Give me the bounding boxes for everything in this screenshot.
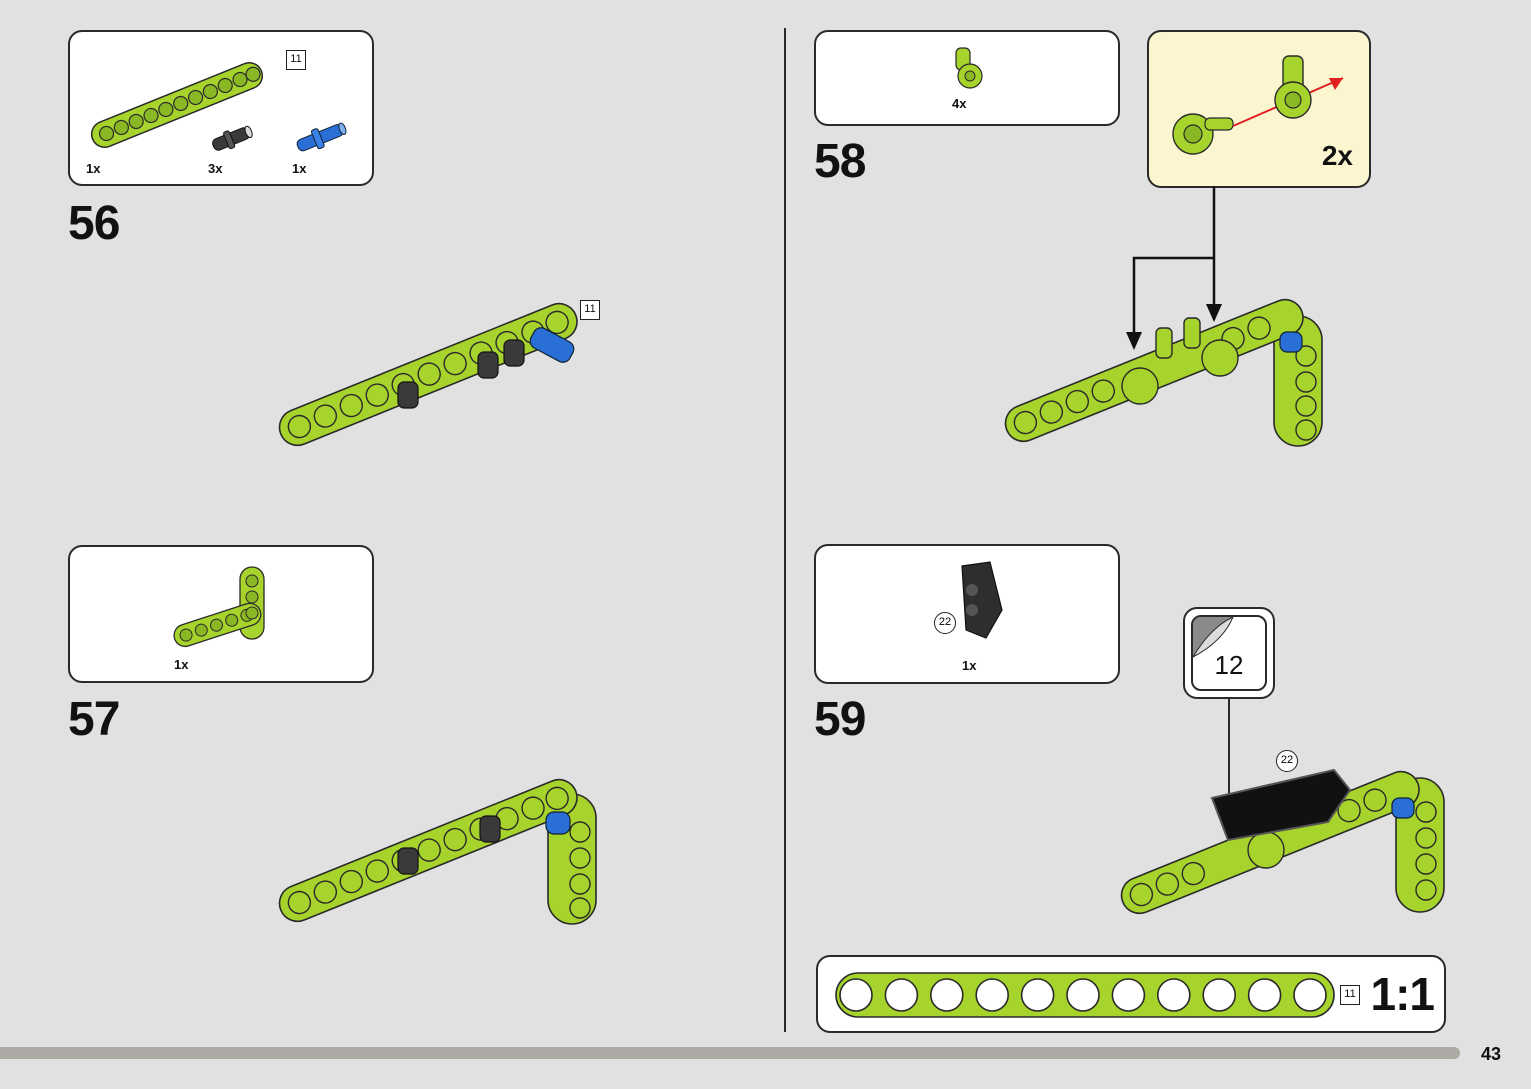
- subassembly-callout: 2x: [1147, 30, 1371, 188]
- step-56-model: [278, 302, 578, 447]
- part-qty: 3x: [208, 161, 223, 176]
- beam-hole: [930, 978, 964, 1012]
- parts-callout-58: 4x: [814, 30, 1120, 126]
- page-number: 43: [1481, 1044, 1502, 1064]
- sticker-icon: 12: [1191, 615, 1267, 691]
- part-qty: 1x: [292, 161, 307, 176]
- step-58-model: [1004, 186, 1323, 447]
- beam-hole: [1156, 978, 1191, 1012]
- sticker-ref-number: 22: [1280, 754, 1294, 766]
- parts-callout-59: 22 1x: [814, 544, 1120, 684]
- sticker-ref-number: 22: [938, 616, 952, 628]
- beam-hole: [975, 978, 1009, 1012]
- beam-hole: [884, 978, 919, 1012]
- footer-bar: [0, 1047, 1460, 1059]
- sticker-sheet-indicator: 12: [1183, 607, 1275, 699]
- sticker-number: 12: [1214, 650, 1244, 680]
- length-label: 11: [1340, 985, 1360, 1005]
- subassembly-diagram: [1172, 55, 1344, 155]
- length-label: 11: [286, 50, 306, 70]
- beam-hole: [1111, 978, 1146, 1012]
- part-qty: 4x: [952, 96, 967, 111]
- step-number: 58: [814, 135, 866, 188]
- peel-corner-icon: [1193, 617, 1234, 658]
- sticker-connector-line: [1228, 699, 1230, 797]
- lime-beam-11-icon: [90, 62, 264, 148]
- step-59-model: [1120, 768, 1445, 915]
- beam-hole: [1293, 978, 1327, 1012]
- page-divider: [784, 28, 786, 1032]
- sticker-ref-label: 22: [934, 612, 956, 634]
- black-pin-icon: [212, 125, 253, 151]
- parts-callout-56: 11 1x 3x 1x: [68, 30, 374, 186]
- beam-hole: [1020, 978, 1055, 1012]
- step-number: 59: [814, 693, 866, 746]
- step-number: 57: [68, 693, 120, 746]
- sticker-ref-label: 22: [1276, 750, 1298, 772]
- part-qty: 1x: [86, 161, 101, 176]
- beam-hole: [1247, 978, 1282, 1012]
- step-number: 56: [68, 197, 120, 250]
- lime-axle-connector-icon: [955, 47, 983, 89]
- black-panel-icon: [961, 561, 1003, 639]
- blue-axle-pin-icon: [296, 122, 347, 152]
- part-qty: 1x: [174, 657, 189, 672]
- beam-hole: [1202, 978, 1237, 1012]
- scale-reference-box: 11 1:1: [816, 955, 1446, 1033]
- scale-ratio: 1:1: [1370, 968, 1435, 1020]
- beam-hole: [839, 978, 873, 1012]
- lime-l-beam-icon: [173, 566, 265, 648]
- length-label: 11: [580, 300, 600, 320]
- beam-hole: [1066, 978, 1100, 1012]
- lime-beam-scale-icon: [835, 972, 1335, 1018]
- part-qty: 1x: [962, 658, 977, 673]
- subassembly-multiplier: 2x: [1321, 140, 1353, 171]
- step-57-model: [278, 778, 597, 925]
- parts-callout-57: 1x: [68, 545, 374, 683]
